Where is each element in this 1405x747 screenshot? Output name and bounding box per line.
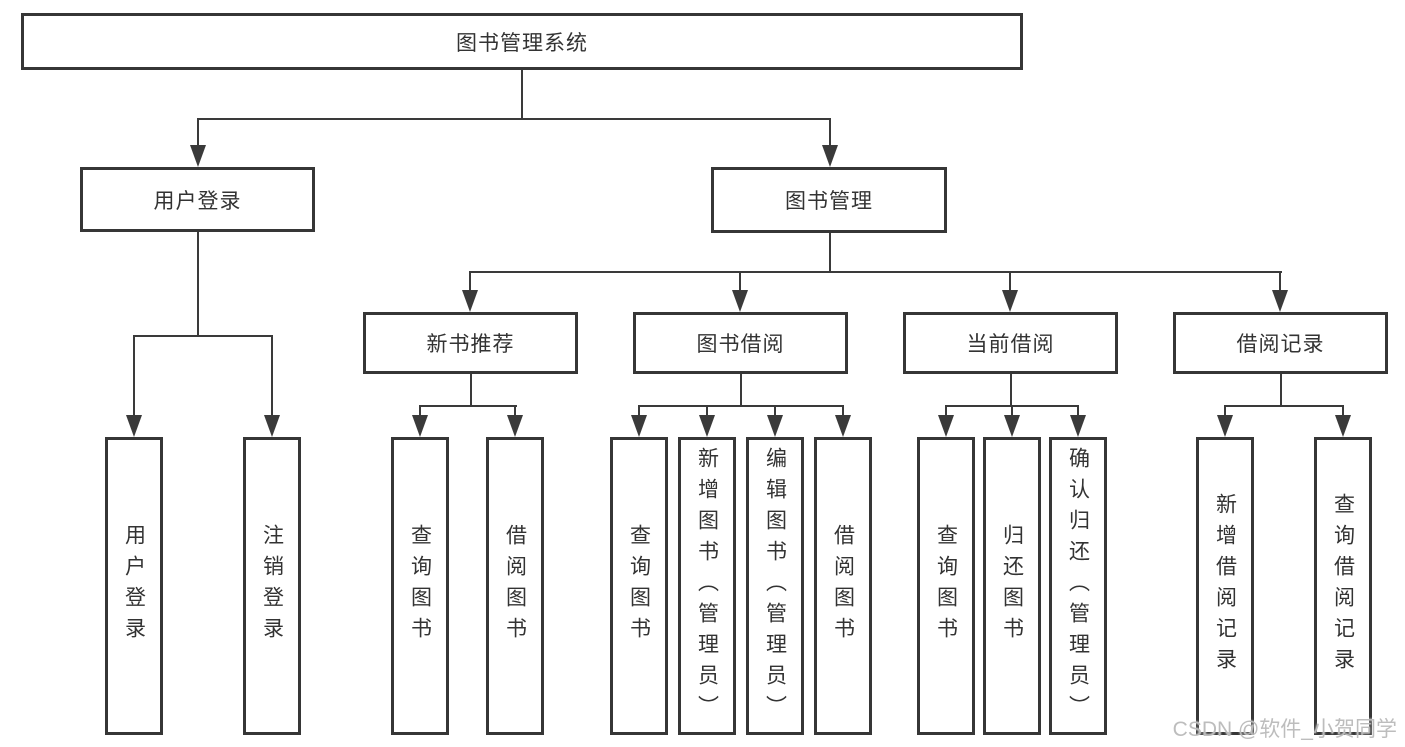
arrowhead-g2-add [699, 405, 715, 437]
arrowhead-g4-add [1217, 405, 1233, 437]
leaf-query-borrow-record-label: 查询借阅记录 [1331, 493, 1355, 679]
connector-g2-stem [740, 374, 742, 405]
leaf-borrow-books-label: 借阅图书 [831, 524, 855, 648]
arrowhead-to-borrow-record [1272, 271, 1288, 312]
leaf-return-books-label: 归还图书 [1000, 524, 1024, 648]
arrowhead-to-logout-leaf [264, 335, 280, 437]
leaf-borrow-query-books-label: 查询图书 [627, 524, 651, 648]
arrowhead-to-login-leaf [126, 335, 142, 437]
arrowhead-g2-edit [767, 405, 783, 437]
arrowhead-g2-query [631, 405, 647, 437]
leaf-user-login-label: 用户登录 [122, 524, 146, 648]
connector-level2-rail [197, 118, 831, 120]
connector-g3-stem [1010, 374, 1012, 405]
node-user-login-label: 用户登录 [153, 189, 242, 213]
connector-user-login-rail [133, 335, 273, 337]
connector-root-stem [521, 70, 523, 118]
node-current-borrow: 当前借阅 [903, 312, 1118, 374]
arrowhead-g1-query [412, 405, 428, 437]
leaf-add-books-admin: 新增图书（管理员） [678, 437, 736, 735]
node-root-system: 图书管理系统 [21, 13, 1023, 70]
connector-g4-rail [1224, 405, 1344, 407]
node-book-mgmt: 图书管理 [711, 167, 947, 233]
arrowhead-g3-return [1004, 405, 1020, 437]
leaf-recommend-query-books-label: 查询图书 [408, 524, 432, 648]
leaf-logout-label: 注销登录 [260, 524, 284, 648]
connector-user-login-stem [197, 232, 199, 335]
connector-g1-rail [419, 405, 517, 407]
leaf-current-query-books: 查询图书 [917, 437, 975, 735]
arrowhead-g1-borrow [507, 405, 523, 437]
leaf-return-books: 归还图书 [983, 437, 1041, 735]
node-book-mgmt-label: 图书管理 [785, 190, 873, 213]
node-book-borrow: 图书借阅 [633, 312, 848, 374]
leaf-edit-books-admin: 编辑图书（管理员） [746, 437, 804, 735]
leaf-recommend-borrow-books: 借阅图书 [486, 437, 544, 735]
leaf-borrow-books: 借阅图书 [814, 437, 872, 735]
node-current-borrow-label: 当前借阅 [966, 333, 1055, 356]
connector-g2-rail [638, 405, 844, 407]
node-root-label: 图书管理系统 [456, 31, 588, 55]
leaf-confirm-return-admin-label: 确认归还（管理员） [1066, 446, 1090, 726]
connector-level3-rail [470, 271, 1282, 273]
leaf-current-query-books-label: 查询图书 [934, 524, 958, 648]
leaf-add-books-admin-label: 新增图书（管理员） [695, 446, 719, 726]
leaf-add-borrow-record-label: 新增借阅记录 [1213, 493, 1237, 679]
arrowhead-to-new-book [462, 271, 478, 312]
leaf-logout: 注销登录 [243, 437, 301, 735]
node-new-book-recommend-label: 新书推荐 [426, 333, 515, 356]
arrowhead-g4-query [1335, 405, 1351, 437]
node-book-borrow-label: 图书借阅 [696, 333, 785, 356]
node-borrow-record: 借阅记录 [1173, 312, 1388, 374]
arrowhead-to-book-mgmt [822, 118, 838, 167]
connector-book-mgmt-stem [829, 233, 831, 271]
leaf-borrow-query-books: 查询图书 [610, 437, 668, 735]
node-new-book-recommend: 新书推荐 [363, 312, 578, 374]
connector-g1-stem [470, 374, 472, 405]
arrowhead-g2-borrow [835, 405, 851, 437]
leaf-confirm-return-admin: 确认归还（管理员） [1049, 437, 1107, 735]
leaf-recommend-query-books: 查询图书 [391, 437, 449, 735]
csdn-watermark: CSDN @软件_小贺同学 [1172, 718, 1397, 741]
arrowhead-g3-confirm [1070, 405, 1086, 437]
node-borrow-record-label: 借阅记录 [1236, 333, 1325, 356]
leaf-edit-books-admin-label: 编辑图书（管理员） [763, 446, 787, 726]
leaf-add-borrow-record: 新增借阅记录 [1196, 437, 1254, 735]
arrowhead-to-user-login [190, 118, 206, 167]
arrowhead-to-current-borrow [1002, 271, 1018, 312]
arrowhead-to-book-borrow [732, 271, 748, 312]
node-user-login: 用户登录 [80, 167, 315, 232]
arrowhead-g3-query [938, 405, 954, 437]
leaf-recommend-borrow-books-label: 借阅图书 [503, 524, 527, 648]
leaf-user-login: 用户登录 [105, 437, 163, 735]
leaf-query-borrow-record: 查询借阅记录 [1314, 437, 1372, 735]
connector-g4-stem [1280, 374, 1282, 405]
